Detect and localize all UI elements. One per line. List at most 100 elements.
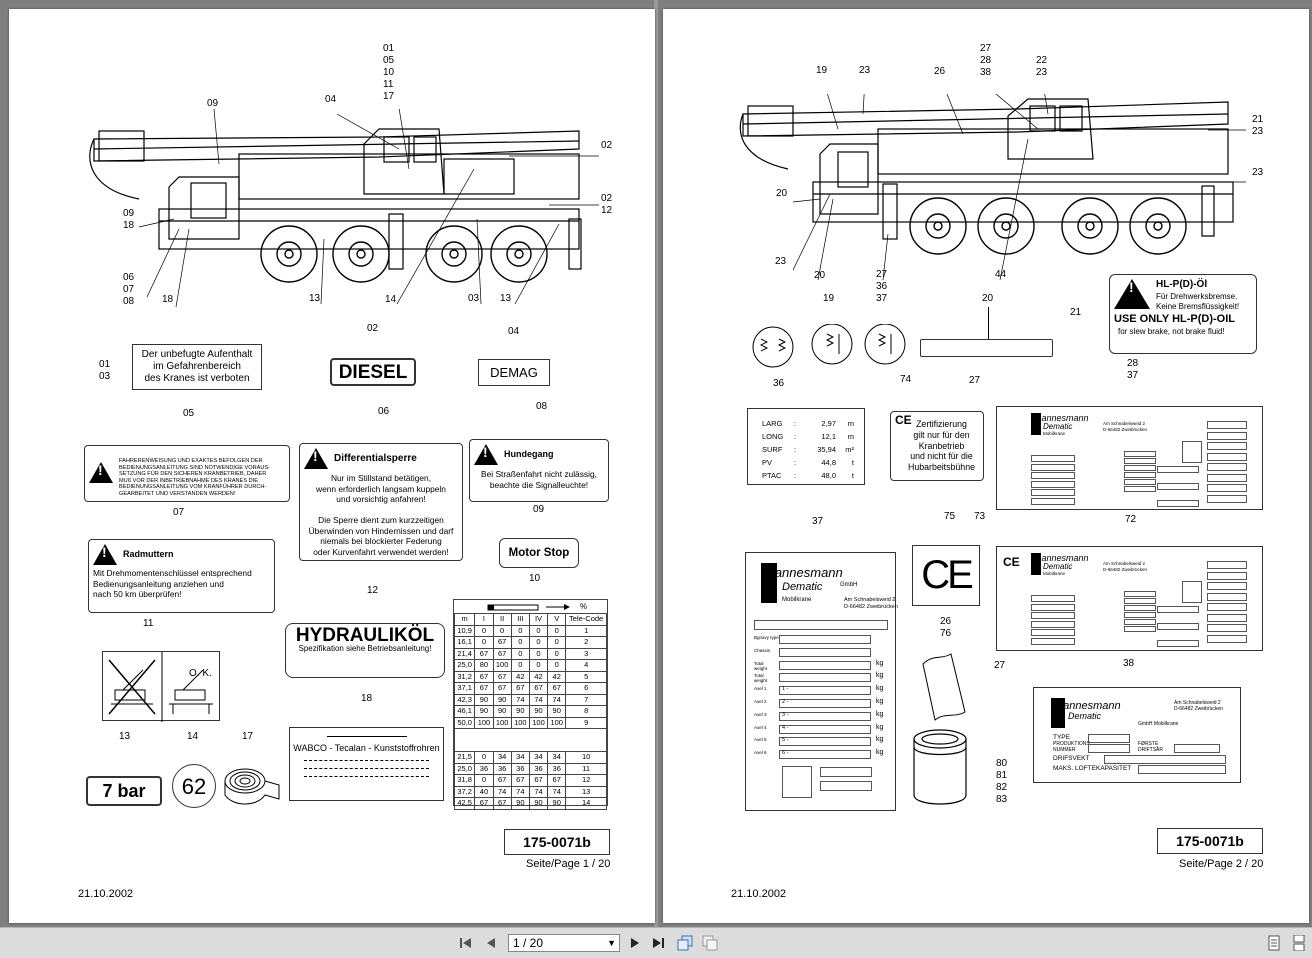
table-cell: 90 bbox=[474, 693, 494, 706]
table-cell: 90 bbox=[474, 705, 494, 718]
label-number-11: 11 bbox=[143, 618, 154, 629]
callout-19: 19 bbox=[816, 65, 828, 76]
plate-row-label: Total weight bbox=[754, 673, 768, 684]
table-cell: 6 bbox=[565, 682, 607, 695]
label-20-blank bbox=[920, 339, 1053, 357]
callout-20b: 20 bbox=[814, 270, 826, 281]
label-06-title: Differentialsperre bbox=[334, 453, 417, 464]
table-cell: 74 bbox=[528, 785, 549, 798]
plate-first-year-label: FØRSTE DRIFTSÅR bbox=[1138, 741, 1163, 753]
table-cell: 21,4 bbox=[453, 647, 476, 660]
label-number-27b: 27 bbox=[994, 660, 1006, 671]
label-number-28-37: 28 37 bbox=[1127, 358, 1139, 381]
chevron-down-icon: ▼ bbox=[607, 938, 616, 948]
brand-dematic: Dematic bbox=[782, 581, 823, 593]
mannesmann-logo-icon bbox=[1031, 553, 1041, 575]
label-certification-note: CE Zertifizierung gilt nur für den Kranb… bbox=[890, 411, 984, 481]
spring-pictogram-icons bbox=[752, 324, 906, 368]
table-cell: 100 bbox=[510, 716, 530, 729]
label-number-72: 72 bbox=[1125, 514, 1137, 525]
next-page-button[interactable] bbox=[626, 934, 644, 952]
dimension-unit: m bbox=[847, 432, 854, 441]
first-page-button[interactable] bbox=[457, 934, 475, 952]
mannesmann-logo-icon bbox=[1051, 698, 1065, 728]
label-07-title: Radmuttern bbox=[123, 549, 174, 559]
table-cell: 67 bbox=[492, 774, 512, 787]
back-view-button[interactable] bbox=[676, 934, 694, 952]
table-cell: 10 bbox=[565, 751, 607, 764]
dimension-key: LONG bbox=[762, 432, 784, 441]
label-08-text: Bei Straßenfahrt nicht zulässig, beachte… bbox=[481, 469, 597, 490]
callout-09: 09 bbox=[207, 98, 219, 109]
table-cell: 0 bbox=[528, 636, 549, 649]
callout-04: 04 bbox=[325, 94, 337, 105]
brand-mobilkrane: Mobilkrane bbox=[782, 597, 812, 603]
continuous-view-button[interactable] bbox=[1290, 934, 1308, 952]
label-number-07: 07 bbox=[173, 507, 185, 518]
label-18-text: WABCO - Tecalan - Kunststoffrohren bbox=[293, 743, 440, 753]
next-view-icon bbox=[702, 935, 718, 951]
table-cell: 36 bbox=[510, 762, 530, 775]
callout-03: 03 bbox=[468, 293, 480, 304]
label-number-01-03: 01 03 bbox=[99, 359, 111, 382]
table-cell: 50,0 bbox=[453, 716, 476, 729]
table-cell: 36 bbox=[547, 762, 567, 775]
brand-dematic-38: Dematic bbox=[1068, 711, 1102, 721]
label-hydraulic-oil: HYDRAULIKÖL Spezifikation siehe Betriebs… bbox=[285, 623, 445, 678]
table-cell: 74 bbox=[547, 693, 567, 706]
dimension-value: 2,97 bbox=[821, 419, 836, 428]
crane-side-view-drawing bbox=[89, 109, 599, 308]
table-cell: 16,1 bbox=[453, 636, 476, 649]
dimension-key: SURF bbox=[762, 445, 783, 454]
dimension-colon: : bbox=[794, 445, 797, 454]
table-cell: 1 bbox=[565, 624, 607, 637]
table-cell: 67 bbox=[547, 774, 567, 787]
callout-01-05-10-11-17: 01 05 10 11 17 bbox=[383, 43, 395, 102]
label-07-text: Mit Drehmomentenschlüssel entsprechend B… bbox=[93, 568, 252, 599]
label-7-bar: 7 bar bbox=[86, 776, 162, 806]
dimension-value: 35,94 bbox=[817, 445, 836, 454]
dimension-unit: m² bbox=[845, 445, 854, 454]
table-cell: 21,5 bbox=[453, 751, 476, 764]
brand-mannesmann-38: mannesmann bbox=[1054, 700, 1121, 712]
dimension-unit: t bbox=[851, 471, 854, 480]
table-cell: 74 bbox=[528, 693, 549, 706]
page-number-text: Seite/Page 1 / 20 bbox=[526, 858, 611, 870]
callout-02-12: 02 12 bbox=[601, 193, 613, 216]
mannesmann-logo-icon bbox=[761, 563, 777, 603]
dimension-value: 44,8 bbox=[821, 458, 836, 467]
table-cell: 25,0 bbox=[453, 659, 476, 672]
table-cell: 25,0 bbox=[453, 762, 476, 775]
plate-kg-unit: kg bbox=[876, 749, 884, 757]
ce-mark-small-icon: CE bbox=[1003, 555, 1020, 569]
table-cell: 42,5 bbox=[453, 797, 476, 810]
forward-view-button[interactable] bbox=[701, 934, 719, 952]
label-06-text: Nur im Stillstand betätigen, wenn erford… bbox=[308, 473, 454, 557]
dimension-unit: m bbox=[847, 419, 854, 428]
previous-view-icon bbox=[677, 935, 693, 951]
table-cell: 67 bbox=[492, 647, 512, 660]
chevron-left-icon bbox=[487, 938, 495, 948]
single-page-icon bbox=[1268, 935, 1280, 951]
last-page-button[interactable] bbox=[650, 934, 668, 952]
table-cell: 34 bbox=[528, 751, 549, 764]
callout-23: 23 bbox=[859, 65, 871, 76]
document-viewport[interactable]: 01 05 10 11 17 09 04 02 02 12 09 18 06 0… bbox=[0, 0, 1312, 927]
plate-axle-value: 4 - bbox=[782, 724, 789, 731]
plate-brand-2: Dematic bbox=[1043, 422, 1073, 431]
dimension-key: PTAC bbox=[762, 471, 782, 480]
single-page-view-button[interactable] bbox=[1265, 934, 1283, 952]
page-number-text-2: Seite/Page 2 / 20 bbox=[1179, 858, 1264, 870]
page-number-select[interactable]: 1 / 20 ▼ bbox=[508, 934, 620, 952]
document-code-2: 175-0071b bbox=[1157, 828, 1263, 854]
table-header-cell: II bbox=[492, 613, 512, 626]
table-cell: 74 bbox=[510, 693, 530, 706]
previous-page-button[interactable] bbox=[482, 934, 500, 952]
